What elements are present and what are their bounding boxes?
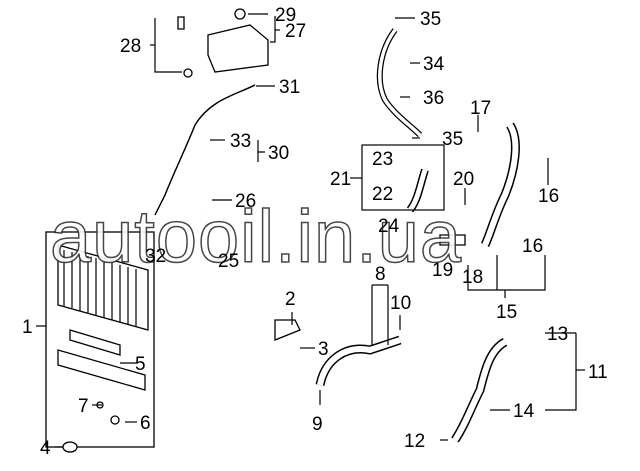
callout-23: 23 — [372, 149, 393, 170]
callout-2: 2 — [285, 289, 296, 310]
radiator — [45, 231, 155, 453]
hoses — [154, 28, 520, 443]
callout-6: 6 — [140, 413, 151, 434]
callout-10: 10 — [390, 293, 411, 314]
callout-15: 15 — [496, 302, 517, 323]
callout-24: 24 — [378, 216, 400, 237]
callout-30: 30 — [268, 143, 289, 164]
leader-lines — [36, 13, 585, 448]
callout-12: 12 — [404, 431, 425, 452]
callout-21: 21 — [330, 169, 351, 190]
coolant-reservoir — [177, 8, 269, 78]
callout-16-lower: 16 — [522, 236, 543, 257]
callout-11: 11 — [588, 362, 608, 383]
callout-9: 9 — [312, 414, 323, 435]
callout-1: 1 — [22, 317, 33, 338]
callout-28: 28 — [120, 36, 141, 57]
callout-25: 25 — [218, 251, 239, 272]
callout-4: 4 — [40, 438, 51, 459]
callout-26: 26 — [235, 191, 256, 212]
callout-36: 36 — [423, 88, 444, 109]
callout-14: 14 — [513, 401, 535, 422]
callout-34: 34 — [423, 54, 445, 75]
callout-27: 27 — [285, 21, 306, 42]
callout-35-mid: 35 — [442, 129, 463, 150]
callout-labels: 1 2 3 4 5 6 7 8 9 10 11 12 13 14 15 16 1… — [22, 5, 608, 459]
callout-13: 13 — [547, 324, 568, 345]
callout-32: 32 — [145, 246, 166, 267]
callout-17: 17 — [470, 98, 491, 119]
callout-19: 19 — [432, 260, 453, 281]
callout-18: 18 — [462, 267, 483, 288]
callout-22: 22 — [372, 184, 393, 205]
callout-3: 3 — [318, 339, 329, 360]
callout-35-top: 35 — [420, 9, 441, 30]
callout-16-upper: 16 — [538, 186, 559, 207]
callout-8: 8 — [375, 264, 386, 285]
callout-33: 33 — [230, 131, 251, 152]
callout-31: 31 — [279, 77, 300, 98]
watermark: autooil.in.ua — [50, 195, 462, 278]
callout-5: 5 — [135, 354, 146, 375]
callout-29: 29 — [275, 5, 296, 26]
callout-7: 7 — [78, 396, 89, 417]
callout-20: 20 — [453, 169, 474, 190]
